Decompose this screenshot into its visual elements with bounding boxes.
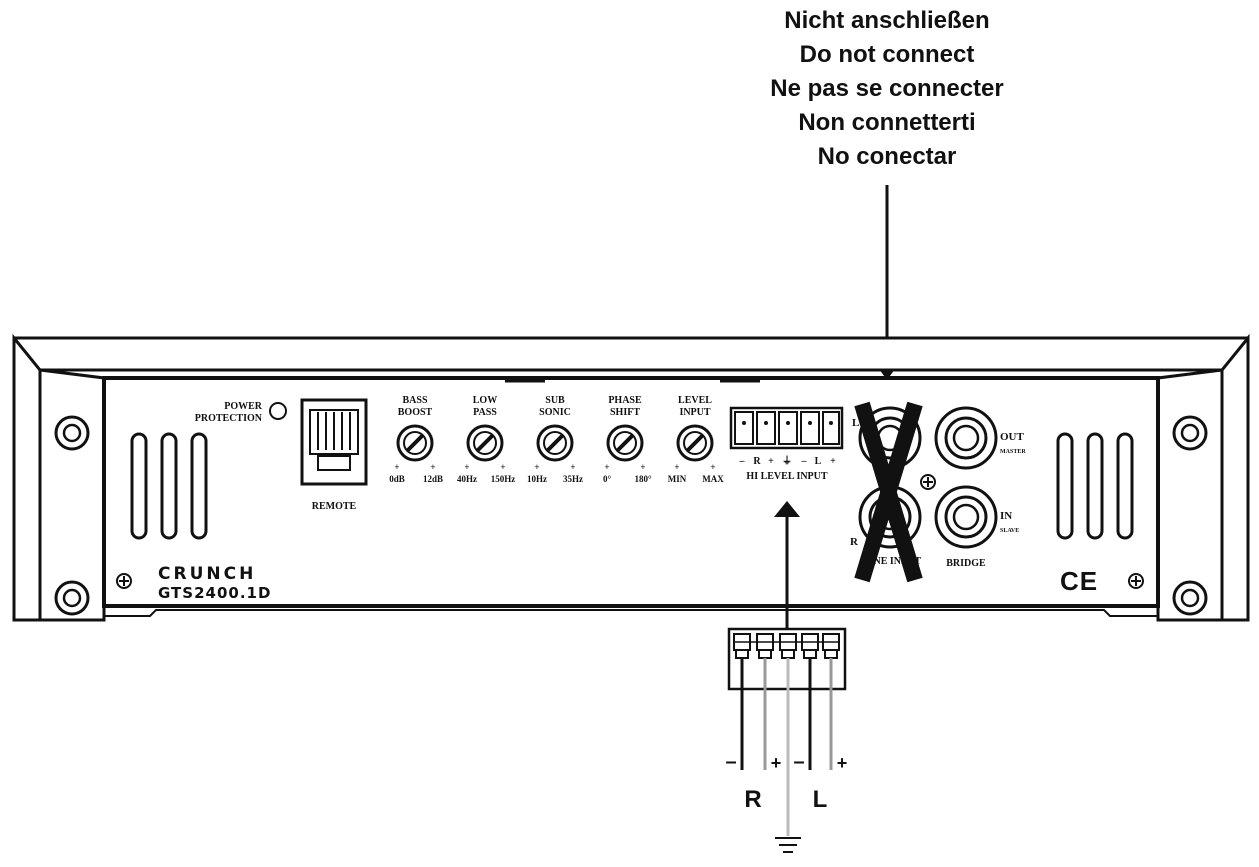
knob-tick-plus: +	[534, 462, 539, 472]
knob-max-label: MAX	[702, 474, 724, 484]
channel-r-label: R	[744, 786, 761, 813]
mount-hole-icon	[1172, 580, 1208, 616]
hi-level-pin-label: L	[815, 456, 822, 467]
wire-l-plus: +	[837, 753, 848, 773]
screw-icon	[1128, 573, 1144, 589]
wire-l-minus: –	[793, 751, 804, 773]
knob-label-bottom: PASS	[473, 407, 497, 418]
hi-level-pin-label: –	[801, 456, 808, 467]
knob-dial-icon	[466, 424, 504, 462]
knob-min-label: MIN	[668, 474, 687, 484]
ce-mark: CE	[1060, 566, 1098, 596]
remote-jack	[300, 398, 368, 486]
wires	[740, 658, 833, 836]
channel-l-label: L	[813, 786, 828, 813]
in-slave-jack	[934, 485, 998, 549]
screw-icon	[920, 474, 936, 490]
knob-dial-icon	[396, 424, 434, 462]
wire-r-plus: +	[771, 753, 782, 773]
knob-label-bottom: SHIFT	[610, 407, 640, 418]
hi-level-pin-label: ⏚	[782, 455, 792, 467]
remote-label: REMOTE	[312, 501, 357, 512]
ground-icon	[775, 837, 801, 853]
knob-max-label: 180°	[634, 474, 652, 484]
knob-dial-icon	[536, 424, 574, 462]
screw-icon	[116, 573, 132, 589]
warning-line-es: No conectar	[818, 143, 957, 170]
knob-tick-plus: +	[570, 462, 575, 472]
knob-tick-plus: +	[464, 462, 469, 472]
knob-label-bottom: INPUT	[679, 407, 710, 418]
in-label: IN	[1000, 510, 1012, 522]
knob-label-bottom: SONIC	[539, 407, 571, 418]
mount-hole-icon	[54, 580, 90, 616]
knob-tick-plus: +	[674, 462, 679, 472]
mount-hole-icon	[1172, 415, 1208, 451]
protection-label: PROTECTION	[195, 413, 263, 424]
knob-label-top: LOW	[473, 395, 497, 406]
line-input-label: LINE INPUT	[863, 556, 921, 567]
knob-label-bottom: BOOST	[398, 407, 433, 418]
bridge-label: BRIDGE	[946, 558, 986, 569]
warning-text: Nicht anschließen Do not connect Ne pas …	[770, 7, 1003, 170]
knob-min-label: 0°	[603, 474, 612, 484]
knob-min-label: 0dB	[389, 474, 405, 484]
brand-name: CRUNCH	[158, 564, 256, 584]
hi-level-pin-label: +	[830, 456, 836, 467]
knob-dial-icon	[606, 424, 644, 462]
in-slave-label: SLAVE	[1000, 528, 1019, 534]
mounting-holes	[54, 415, 1208, 616]
warning-line-fr: Ne pas se connecter	[770, 75, 1003, 102]
out-master-jack	[934, 406, 998, 470]
warning-line-it: Non connetterti	[798, 109, 975, 136]
knob-tick-plus: +	[604, 462, 609, 472]
knob-label-top: SUB	[545, 395, 565, 406]
hi-level-input-terminal	[729, 406, 844, 450]
knob-max-label: 12dB	[423, 474, 443, 484]
warning-line-de: Nicht anschließen	[784, 7, 989, 34]
do-not-connect-x-mark	[854, 401, 923, 583]
knob-tick-plus: +	[500, 462, 505, 472]
knob-label-top: BASS	[402, 395, 427, 406]
hi-level-pin-label: –	[739, 456, 746, 467]
knob-label-top: PHASE	[608, 395, 642, 406]
knob-tick-plus: +	[394, 462, 399, 472]
warning-line-en: Do not connect	[800, 41, 975, 68]
knob-max-label: 35Hz	[563, 474, 583, 484]
mount-hole-icon	[54, 415, 90, 451]
knob-tick-plus: +	[710, 462, 715, 472]
line-input-r-label: R	[850, 536, 859, 548]
knob-tick-plus: +	[640, 462, 645, 472]
line-input-l-label: L	[852, 417, 859, 429]
power-led-icon	[269, 402, 287, 420]
knob-tick-plus: +	[430, 462, 435, 472]
hi-level-pin-label: +	[768, 456, 774, 467]
hi-level-pin-labels: –R+⏚–L+	[739, 455, 837, 467]
out-label: OUT	[1000, 431, 1025, 443]
knob-min-label: 40Hz	[457, 474, 477, 484]
hi-level-pin-label: R	[753, 456, 761, 467]
vent-slots-right	[1056, 432, 1134, 540]
knob-dial-icon	[676, 424, 714, 462]
power-label: POWER	[224, 401, 263, 412]
model-number: GTS2400.1D	[158, 584, 271, 602]
knob-max-label: 150Hz	[491, 474, 516, 484]
wire-r-minus: –	[725, 751, 736, 773]
knob-label-top: LEVEL	[678, 395, 712, 406]
connection-arrow	[774, 501, 800, 630]
out-master-label: MASTER	[1000, 449, 1026, 455]
knob-min-label: 10Hz	[527, 474, 547, 484]
vent-slots-left	[130, 432, 208, 540]
hi-level-input-label: HI LEVEL INPUT	[746, 471, 827, 482]
